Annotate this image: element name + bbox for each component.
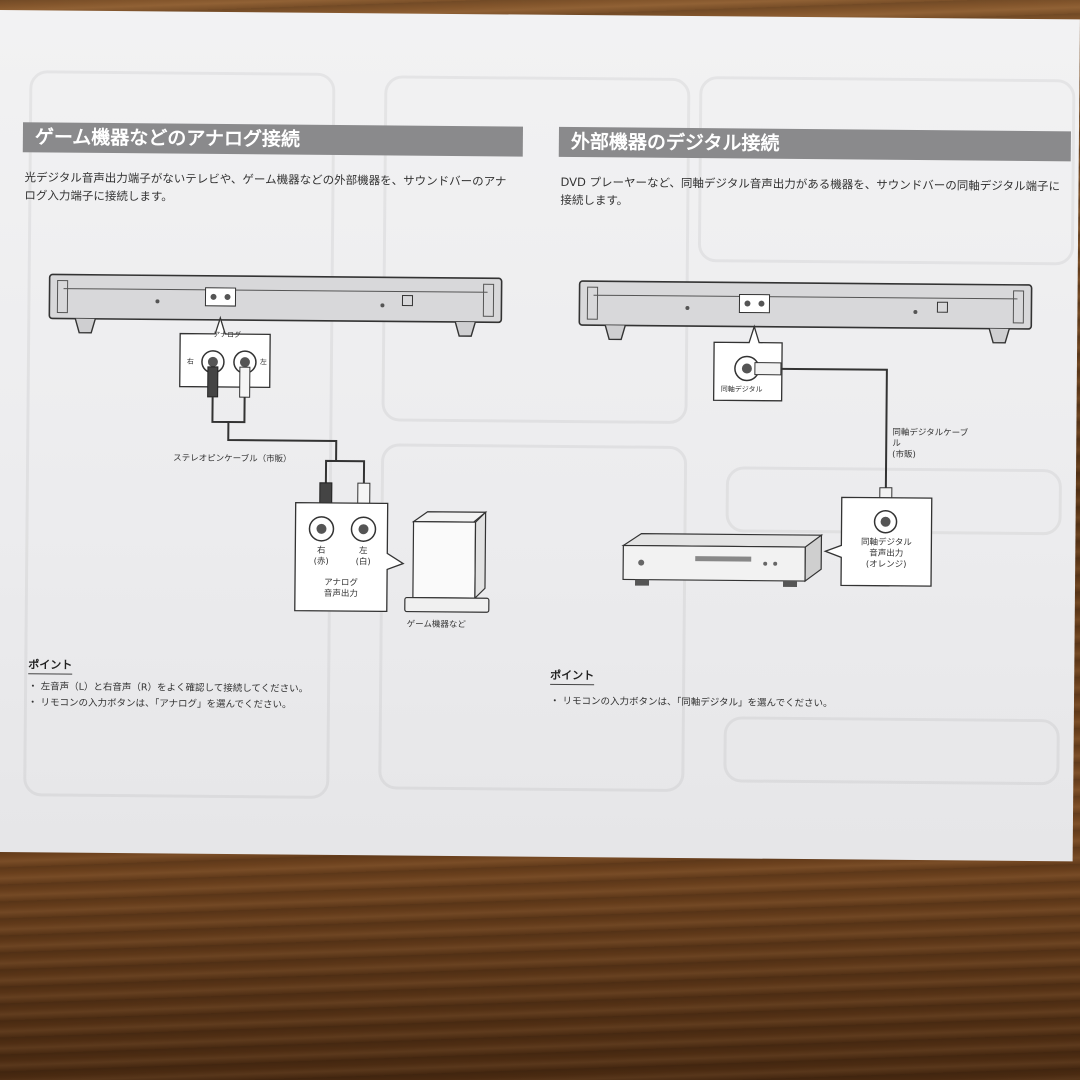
coax-cable-label: 同軸デジタルケーブル (市販) (892, 427, 969, 461)
manual-page: ゲーム機器などのアナログ接続 光デジタル音声出力端子がないテレビや、ゲーム機器な… (0, 10, 1080, 862)
right-point-title: ポイント (550, 666, 595, 686)
stereo-pin-cable-label: ステレオピンケーブル（市販） (173, 453, 292, 465)
left-point-item: ・ リモコンの入力ボタンは、「アナログ」を選んでください。 (27, 697, 292, 711)
game-device-label: ゲーム機器など (406, 619, 466, 631)
analog-output-label: アナログ 音声出力 (323, 577, 358, 600)
coax-output-label: 同軸デジタル 音声出力 (オレンジ) (860, 537, 912, 570)
game-console-illustration (404, 510, 490, 613)
right-channel-mark: 右 (186, 357, 194, 366)
dvd-player-illustration (621, 533, 824, 587)
soundbar-left (48, 273, 503, 337)
output-left-white-label: 左 (白) (355, 546, 371, 568)
left-channel-mark: 左 (259, 358, 267, 367)
connection-diagrams (48, 273, 1033, 613)
left-point-title: ポイント (28, 656, 73, 675)
output-right-red-label: 右 (赤) (313, 545, 329, 567)
soundbar-right (578, 280, 1033, 344)
coax-jack-label: 同軸デジタル (720, 385, 763, 394)
left-point-item: ・ 左音声（L）と右音声（R）をよく確認して接続してください。 (28, 681, 309, 695)
left-jack-label: アナログ (213, 330, 242, 340)
right-point-item: ・ リモコンの入力ボタンは、「同軸デジタル」を選んでください。 (549, 695, 833, 710)
